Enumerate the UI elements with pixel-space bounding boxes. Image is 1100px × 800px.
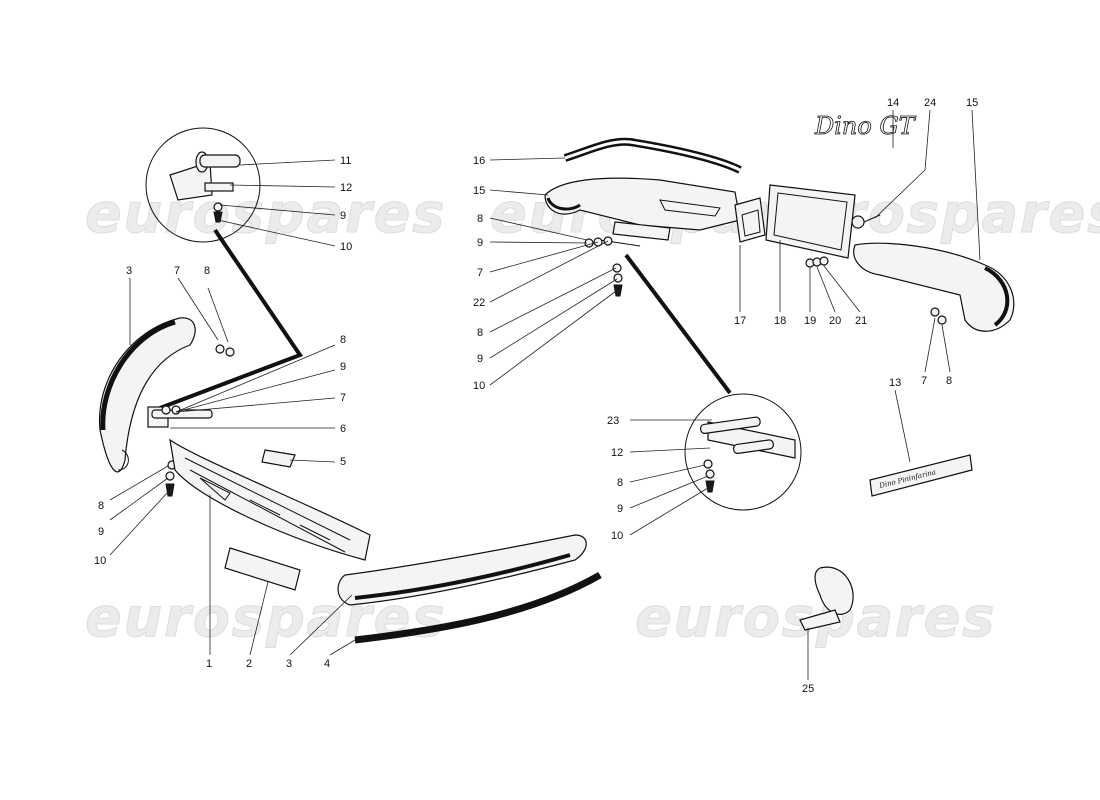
callout-21: 21 (855, 315, 867, 327)
callout-10: 10 (611, 530, 623, 542)
callout-3: 3 (126, 265, 132, 277)
tail-light-housing (734, 197, 766, 243)
plate-frame (765, 184, 856, 259)
callout-12: 12 (611, 447, 623, 459)
callout-9: 9 (340, 361, 346, 373)
callout-9: 9 (477, 237, 483, 249)
callout-9: 9 (617, 503, 623, 515)
callout-1: 1 (206, 658, 212, 670)
callout-7: 7 (477, 267, 483, 279)
rubber-strip (354, 571, 602, 644)
rear-bumper-right (853, 242, 1015, 332)
callout-22: 22 (473, 297, 485, 309)
callout-15: 15 (473, 185, 485, 197)
callout-9: 9 (98, 526, 104, 538)
callout-15: 15 (966, 97, 978, 109)
callout-10: 10 (94, 555, 106, 567)
callout-7: 7 (340, 392, 346, 404)
callout-7: 7 (921, 375, 927, 387)
rear-bumper-left (544, 177, 741, 231)
rear-rubber-strip (563, 137, 742, 174)
callout-25: 25 (802, 683, 814, 695)
reverse-light (851, 214, 881, 229)
callout-4: 4 (324, 658, 330, 670)
detail-circle-rear (684, 393, 802, 511)
corner-bumper-lower (337, 534, 587, 606)
callout-10: 10 (473, 380, 485, 392)
callout-3: 3 (286, 658, 292, 670)
dino-emblem: Dino GT (814, 112, 917, 140)
callout-8: 8 (98, 500, 104, 512)
license-plate-bracket (224, 547, 301, 591)
door-mirror (799, 566, 854, 631)
hardware-right (805, 256, 947, 325)
leader-lines (109, 109, 981, 680)
callout-24: 24 (924, 97, 936, 109)
callout-19: 19 (804, 315, 816, 327)
watermark-right-bottom: eurospares (635, 586, 996, 649)
callout-23: 23 (607, 415, 619, 427)
callout-5: 5 (340, 456, 346, 468)
callout-16: 16 (473, 155, 485, 167)
callouts: 11 12 9 10 3 7 8 8 9 7 6 5 8 9 10 1 2 3 … (94, 97, 978, 695)
callout-7: 7 (174, 265, 180, 277)
callout-13: 13 (889, 377, 901, 389)
callout-6: 6 (340, 423, 346, 435)
callout-17: 17 (734, 315, 746, 327)
pininfarina-badge: Dino Pininfarina (869, 454, 973, 497)
callout-12: 12 (340, 182, 352, 194)
front-bumper (169, 438, 371, 561)
callout-8: 8 (204, 265, 210, 277)
callout-20: 20 (829, 315, 841, 327)
bumper-end-cap (98, 317, 196, 473)
rear-bumper-bracket (584, 221, 732, 395)
watermark-left-top: eurospares (85, 182, 446, 245)
callout-18: 18 (774, 315, 786, 327)
callout-11: 11 (340, 155, 351, 167)
callout-2: 2 (246, 658, 252, 670)
callout-9: 9 (340, 210, 346, 222)
callout-8: 8 (477, 327, 483, 339)
callout-8: 8 (477, 213, 483, 225)
callout-8: 8 (340, 334, 346, 346)
callout-9: 9 (477, 353, 483, 365)
callout-8: 8 (946, 375, 952, 387)
callout-8: 8 (617, 477, 623, 489)
callout-14: 14 (887, 97, 899, 109)
callout-10: 10 (340, 241, 352, 253)
detail-circle-front (145, 127, 304, 410)
